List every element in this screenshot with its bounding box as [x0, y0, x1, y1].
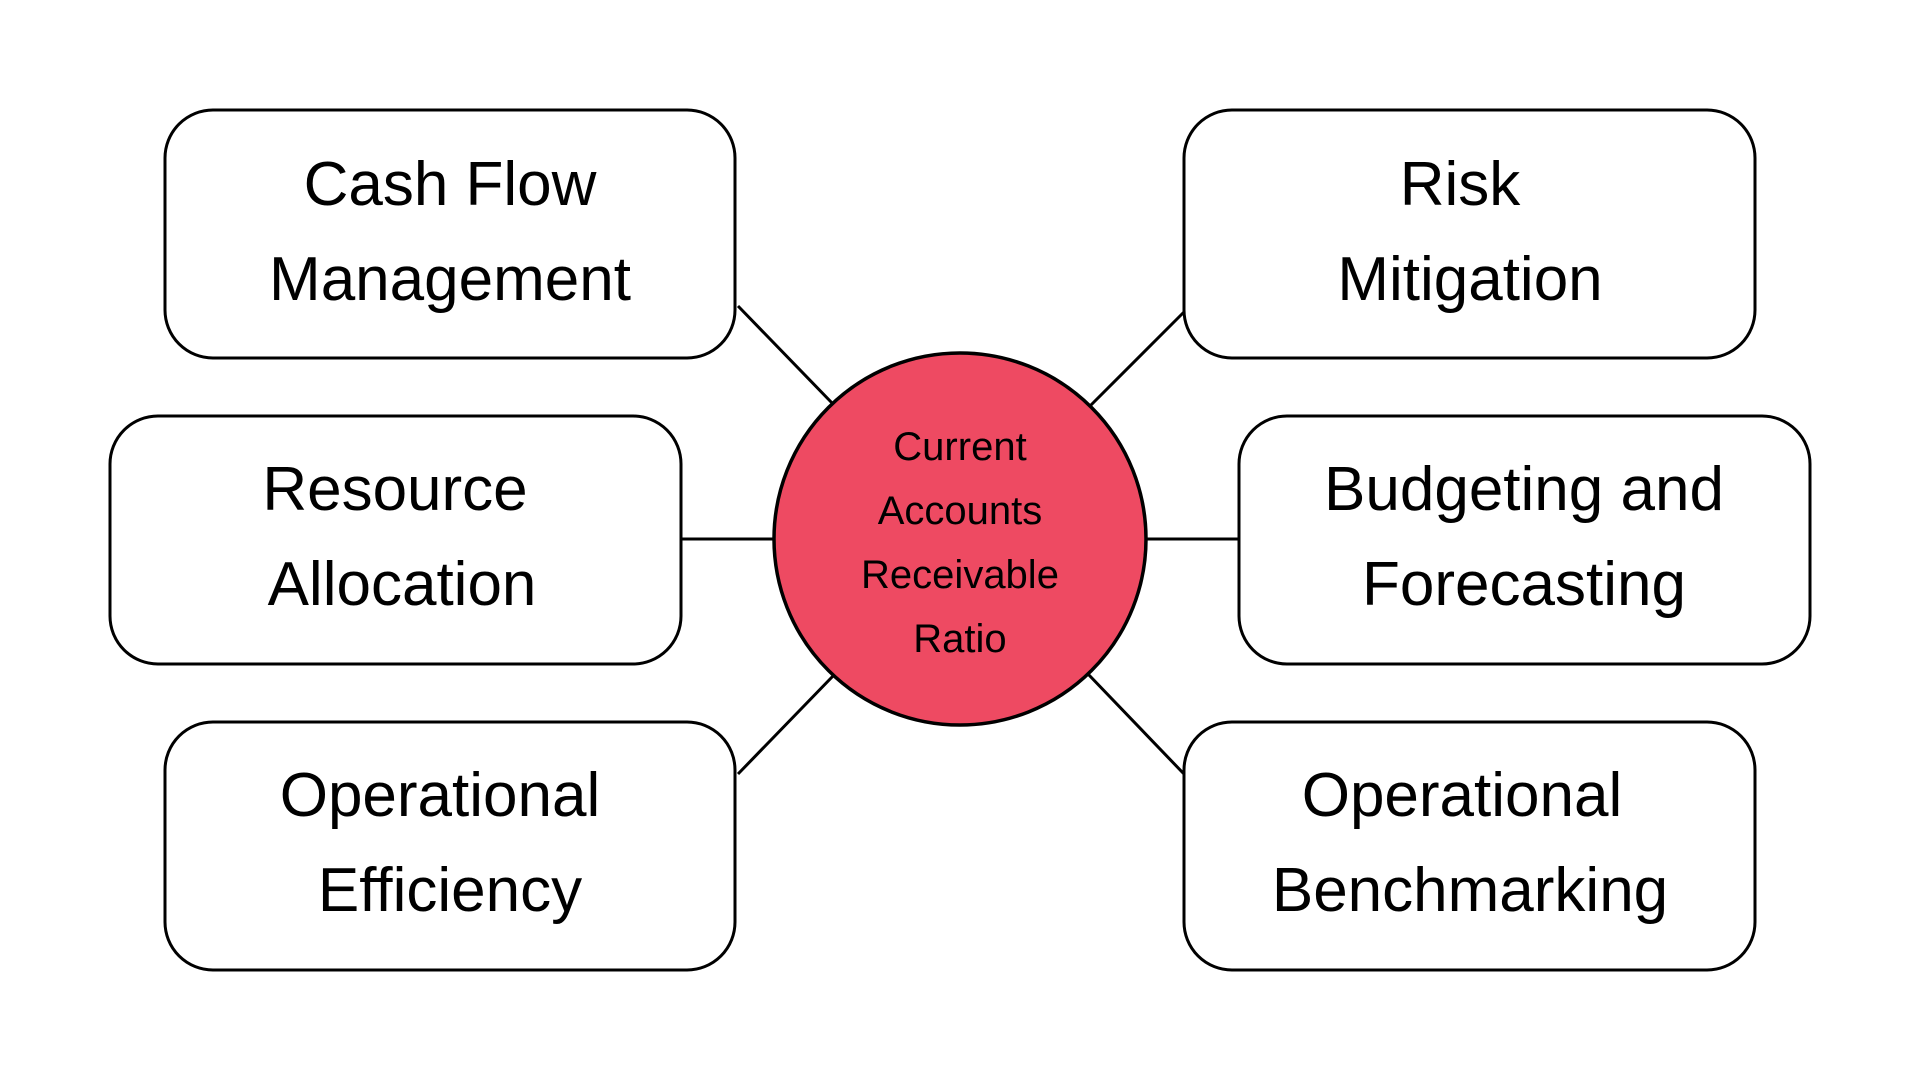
node-resource-allocation: Resource Allocation — [108, 414, 683, 666]
node-label-line: Efficiency — [318, 856, 582, 925]
node-label-line: Budgeting and — [1324, 455, 1724, 524]
node-label-line: Risk — [1400, 150, 1522, 219]
node-label-line: Allocation — [268, 550, 537, 619]
node-label-line: Management — [269, 245, 631, 314]
center-node: Current Accounts Receivable Ratio — [772, 351, 1148, 727]
node-risk-mitigation: Risk Mitigation — [1182, 108, 1757, 360]
node-label-line: Forecasting — [1362, 550, 1686, 619]
connector-operational-efficiency — [736, 674, 835, 776]
connector-benchmarking — [1086, 672, 1186, 776]
center-label-line: Ratio — [913, 617, 1006, 661]
node-label-line: Mitigation — [1337, 245, 1602, 314]
node-label-line: Operational — [280, 761, 601, 830]
node-label-line: Cash Flow — [304, 150, 597, 219]
node-cash-flow-management: Cash Flow Management — [163, 108, 737, 360]
center-label-line: Current — [893, 425, 1026, 469]
node-operational-benchmarking: Operational Benchmarking — [1182, 720, 1757, 972]
connector-cash-flow — [736, 304, 835, 406]
center-label-line: Receivable — [861, 553, 1059, 597]
node-label-line: Resource — [262, 455, 527, 524]
node-operational-efficiency: Operational Efficiency — [163, 720, 737, 972]
connector-risk-mitigation — [1088, 310, 1186, 408]
center-circle — [772, 351, 1148, 727]
node-budgeting-and-forecasting: Budgeting and Forecasting — [1237, 414, 1812, 666]
center-label-line: Accounts — [878, 489, 1043, 533]
node-label-line: Operational — [1302, 761, 1623, 830]
node-label-line: Benchmarking — [1272, 856, 1668, 925]
